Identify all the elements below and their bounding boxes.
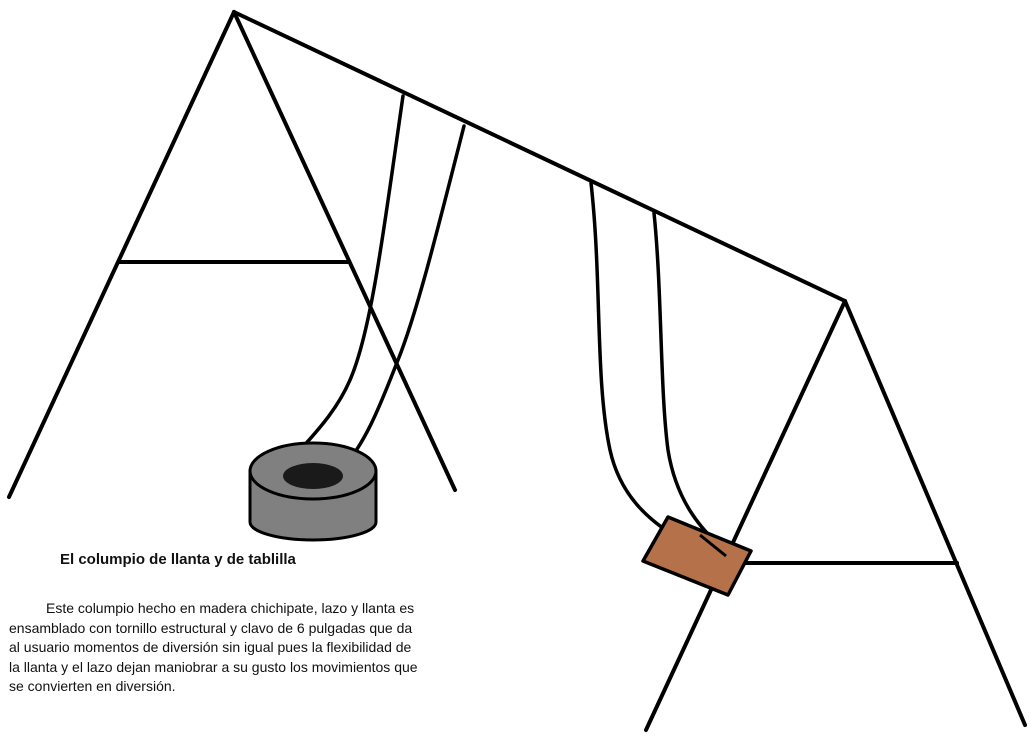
left-frame-leg-outer xyxy=(7,10,236,499)
tire-rope-right xyxy=(338,124,466,474)
caption-title: El columpio de llanta y de tablilla xyxy=(60,551,296,568)
right-frame-leg-outer xyxy=(843,299,1027,727)
tire-rope-left xyxy=(294,94,405,457)
description-line: Este columpio hecho en madera chichipate… xyxy=(46,600,415,616)
plank-rope-left xyxy=(589,181,680,540)
tire-swing xyxy=(248,441,378,542)
plank-rope-right xyxy=(652,211,732,557)
seat-rope-end xyxy=(699,533,727,558)
description-line: al usuario momentos de diversión sin igu… xyxy=(9,639,412,655)
plank-swing xyxy=(641,515,753,597)
wooden-seat xyxy=(641,515,753,597)
description-line: se convierten en diversión. xyxy=(9,678,176,694)
description-line: la llanta y el lazo dejan maniobrar a su… xyxy=(9,658,418,675)
caption-description: Este columpio hecho en madera chichipate… xyxy=(9,599,619,697)
description-line: ensamblado con tornillo estructural y cl… xyxy=(9,619,413,636)
right-frame-leg-inner xyxy=(644,299,847,732)
left-frame-leg-inner xyxy=(232,10,457,492)
top-beam xyxy=(232,10,847,303)
tire-hole xyxy=(283,463,343,489)
